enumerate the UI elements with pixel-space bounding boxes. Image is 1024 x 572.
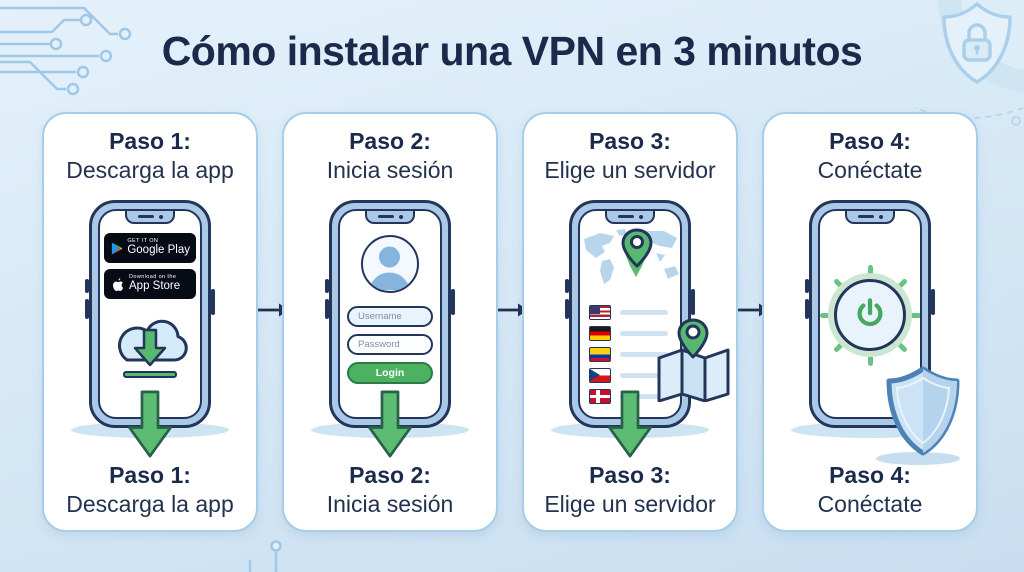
step-1-header: Paso 1: Descarga la app (44, 127, 256, 185)
step-card-2: Paso 2: Inicia sesión Username Password (282, 112, 498, 532)
username-field[interactable]: Username (347, 306, 433, 327)
step-4-footer-heading: Paso 4: (829, 462, 911, 489)
step-4-header: Paso 4: Conéctate (764, 127, 976, 185)
big-down-arrow-icon (128, 390, 172, 458)
circuit-decoration-bottom (248, 540, 282, 572)
app-store-badge[interactable]: Download on the App Store (104, 269, 196, 299)
camera-dot-icon (878, 214, 883, 219)
phone-notch (365, 211, 415, 224)
padlock-icon (962, 23, 992, 62)
step-card-1: Paso 1: Descarga la app (42, 112, 258, 532)
step-4-footer: Paso 4: Conéctate (764, 461, 976, 519)
step-2-footer-subtitle: Inicia sesión (326, 491, 454, 518)
server-row[interactable] (589, 305, 680, 320)
step-2-footer: Paso 2: Inicia sesión (284, 461, 496, 519)
step-2-subtitle: Inicia sesión (326, 156, 454, 183)
step-1-heading: Paso 1: (109, 128, 191, 154)
step-3-footer: Paso 3: Elige un servidor (524, 461, 736, 519)
steps-row: Paso 1: Descarga la app (42, 112, 978, 532)
power-glyph (857, 298, 883, 326)
google-play-icon (111, 241, 123, 255)
server-line (620, 373, 668, 378)
phone-mockup-download: GET IT ON Google Play Download on the Ap… (85, 200, 215, 428)
step-4-subtitle: Conéctate (817, 156, 923, 183)
cloud-download-icon (118, 319, 188, 367)
server-row[interactable] (589, 347, 680, 362)
phone-notch (605, 211, 655, 224)
shield-lock-decoration (915, 0, 1024, 126)
step-3-header: Paso 3: Elige un servidor (524, 127, 736, 185)
server-row[interactable] (589, 326, 680, 341)
step-1-footer: Paso 1: Descarga la app (44, 461, 256, 519)
speaker-icon (857, 215, 874, 218)
step-4-footer-subtitle: Conéctate (817, 491, 923, 518)
flag-denmark-icon (589, 389, 611, 404)
server-row[interactable] (589, 368, 680, 383)
phone-screen: Username Password Login (338, 209, 442, 419)
step-1-subtitle: Descarga la app (66, 156, 234, 183)
login-button[interactable]: Login (347, 362, 433, 384)
speaker-icon (617, 215, 634, 218)
camera-dot-icon (158, 214, 163, 219)
server-line (620, 310, 668, 315)
phone-screen: GET IT ON Google Play Download on the Ap… (98, 209, 202, 419)
camera-dot-icon (638, 214, 643, 219)
step-card-3: Paso 3: Elige un servidor (522, 112, 738, 532)
step-card-4: Paso 4: Conéctate (762, 112, 978, 532)
step-3-footer-heading: Paso 3: (589, 462, 671, 489)
shield-shadow (876, 452, 960, 465)
server-line (620, 352, 668, 357)
speaker-icon (377, 215, 394, 218)
google-play-label: Google Play (127, 244, 190, 257)
camera-dot-icon (398, 214, 403, 219)
world-map (584, 228, 679, 284)
flag-czech-republic-icon (589, 368, 611, 383)
step-3-subtitle: Elige un servidor (544, 156, 716, 183)
app-store-label: App Store (129, 280, 181, 293)
phone-mockup-connect (805, 200, 935, 428)
google-play-tagline: GET IT ON (127, 237, 159, 244)
step-2-heading: Paso 2: (349, 128, 431, 154)
phone-screen (578, 209, 682, 419)
download-tray-icon (123, 371, 177, 378)
server-line (620, 331, 668, 336)
folded-map-icon (657, 318, 730, 402)
page-title: Cómo instalar una VPN en 3 minutos (161, 28, 863, 74)
big-down-arrow-icon (368, 390, 412, 458)
password-field[interactable]: Password (347, 334, 433, 355)
step-3-footer-subtitle: Elige un servidor (544, 491, 716, 518)
flag-germany-icon (589, 326, 611, 341)
google-play-badge[interactable]: GET IT ON Google Play (104, 233, 196, 263)
apple-icon (113, 277, 124, 291)
phone-mockup-login: Username Password Login (325, 200, 455, 428)
circuit-decoration-top-left (0, 6, 132, 96)
flag-colombia-icon (589, 347, 611, 362)
phone-notch (845, 211, 895, 224)
flag-united-states-icon (589, 305, 611, 320)
app-store-tagline: Download on the (129, 273, 177, 280)
speaker-icon (137, 215, 154, 218)
location-pin-icon (621, 228, 653, 268)
server-row[interactable] (589, 389, 680, 404)
shield-icon (886, 366, 960, 456)
avatar-icon (361, 235, 419, 293)
step-3-heading: Paso 3: (589, 128, 671, 154)
step-4-heading: Paso 4: (829, 128, 911, 154)
step-2-footer-heading: Paso 2: (349, 462, 431, 489)
step-2-header: Paso 2: Inicia sesión (284, 127, 496, 185)
step-1-footer-subtitle: Descarga la app (66, 491, 234, 518)
step-1-footer-heading: Paso 1: (109, 462, 191, 489)
server-line (620, 394, 668, 399)
big-down-arrow-icon (608, 390, 652, 458)
phone-notch (125, 211, 175, 224)
